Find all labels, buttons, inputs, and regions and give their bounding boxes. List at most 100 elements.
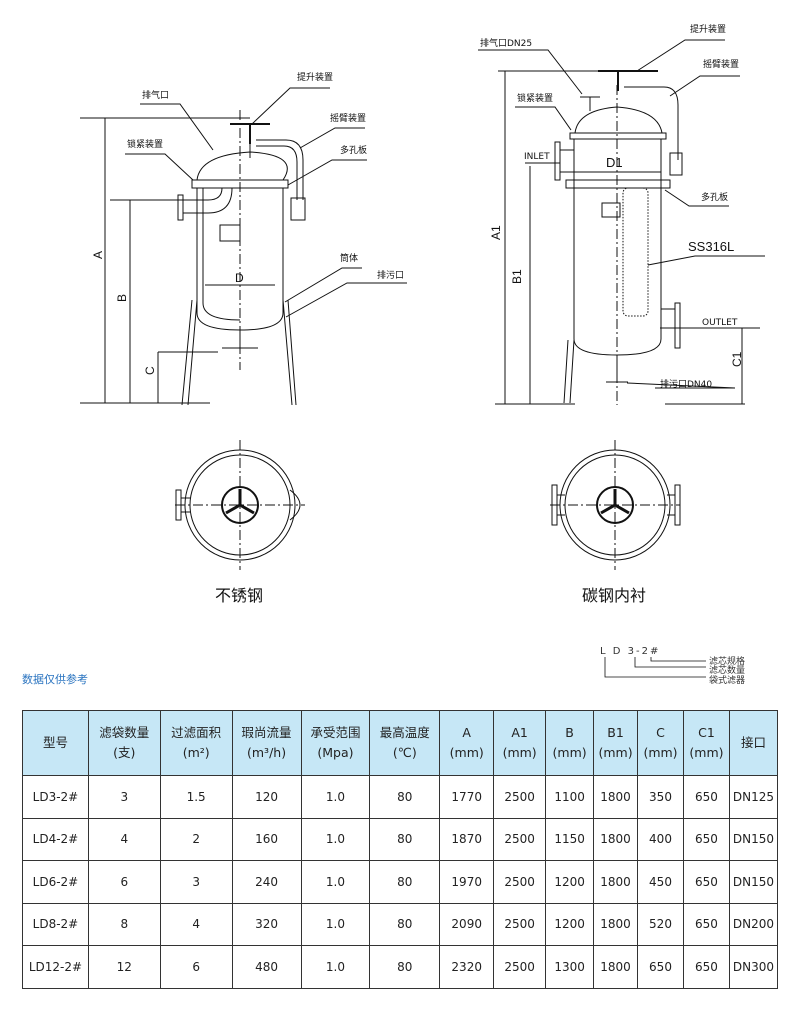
table-cell: 6 bbox=[87, 860, 161, 904]
table-cell: 1.0 bbox=[300, 902, 371, 946]
table-cell: 80 bbox=[369, 902, 441, 946]
header-label: A bbox=[462, 725, 471, 740]
label-lock: 锁紧装置 bbox=[517, 92, 553, 104]
model-code: L D 3-2# bbox=[600, 646, 660, 657]
header-unit: (m³/h) bbox=[247, 745, 287, 760]
header-unit: (m²) bbox=[182, 745, 210, 760]
table-cell: 6 bbox=[159, 945, 233, 989]
table-cell: 240 bbox=[231, 860, 302, 904]
header-label: A1 bbox=[511, 725, 528, 740]
table-cell: 2 bbox=[159, 817, 233, 861]
header-label: C1 bbox=[698, 725, 715, 740]
label-outlet: OUTLET bbox=[702, 318, 738, 328]
table-cell: LD3-2# bbox=[22, 775, 89, 819]
column-header: B1 (mm) bbox=[593, 710, 639, 776]
column-header: 瑕尚流量 (m³/h) bbox=[231, 710, 302, 776]
dim-A1: A1 bbox=[489, 225, 503, 240]
table-cell: DN150 bbox=[728, 860, 779, 904]
table-cell: 520 bbox=[637, 902, 684, 946]
table-cell: LD8-2# bbox=[22, 902, 89, 946]
table-cell: 1800 bbox=[593, 902, 639, 946]
column-header: A (mm) bbox=[439, 710, 495, 776]
table-cell: 120 bbox=[231, 775, 302, 819]
header-label: 承受范围 bbox=[310, 725, 361, 740]
legend-item: 袋式滤器 bbox=[709, 674, 745, 686]
table-cell: 2090 bbox=[439, 902, 495, 946]
table-cell: 480 bbox=[231, 945, 302, 989]
table-cell: 2500 bbox=[493, 817, 547, 861]
table-cell: 1300 bbox=[545, 945, 595, 989]
table-cell: 1.0 bbox=[300, 945, 371, 989]
header-unit: (mm) bbox=[689, 745, 724, 760]
label-drain: 排污口 bbox=[377, 269, 404, 281]
table-cell: 2500 bbox=[493, 945, 547, 989]
table-cell: 1800 bbox=[593, 817, 639, 861]
label-drain-dn40: 排污口DN40 bbox=[660, 378, 712, 390]
header-unit: (支) bbox=[113, 745, 136, 760]
label-shell: 筒体 bbox=[340, 252, 358, 264]
table-cell: 8 bbox=[87, 902, 161, 946]
table-cell: 1.0 bbox=[300, 817, 371, 861]
label-lift: 提升装置 bbox=[297, 71, 333, 83]
table-cell: DN125 bbox=[728, 775, 779, 819]
label-vent-dn25: 排气口DN25 bbox=[480, 37, 532, 49]
legend-item: 滤芯规格 bbox=[709, 655, 745, 667]
dim-B: B bbox=[115, 294, 129, 302]
label-inlet: INLET bbox=[524, 152, 550, 162]
table-cell: 2320 bbox=[439, 945, 495, 989]
header-unit: (mm) bbox=[449, 745, 484, 760]
table-cell: 650 bbox=[682, 860, 730, 904]
reference-note: 数据仅供参考 bbox=[22, 673, 88, 686]
header-label: 最高温度 bbox=[379, 725, 430, 740]
left-vessel-drawing: 排气口 提升装置 摇臂装置 锁紧装置 多孔板 筒体 排污口 A B C D bbox=[80, 71, 407, 406]
table-cell: 320 bbox=[231, 902, 302, 946]
table-cell: 1.0 bbox=[300, 775, 371, 819]
table-cell: 1200 bbox=[545, 902, 595, 946]
table-cell: DN200 bbox=[728, 902, 779, 946]
column-header: 型号 bbox=[22, 710, 89, 776]
table-cell: 1800 bbox=[593, 775, 639, 819]
header-label: 滤袋数量 bbox=[99, 725, 150, 740]
table-cell: 350 bbox=[637, 775, 684, 819]
header-unit: (mm) bbox=[502, 745, 537, 760]
dim-D: D bbox=[235, 271, 244, 285]
table-cell: 2500 bbox=[493, 902, 547, 946]
header-label: 瑕尚流量 bbox=[241, 725, 292, 740]
header-label: 过滤面积 bbox=[171, 725, 222, 740]
table-cell: 2500 bbox=[493, 775, 547, 819]
table-cell: 650 bbox=[682, 902, 730, 946]
column-header: 承受范围(Mpa) bbox=[300, 710, 371, 776]
table-cell: 1200 bbox=[545, 860, 595, 904]
table-cell: 1870 bbox=[439, 817, 495, 861]
header-unit: (mm) bbox=[552, 745, 587, 760]
table-cell: 160 bbox=[231, 817, 302, 861]
header-unit: (℃) bbox=[392, 745, 417, 760]
table-cell: 3 bbox=[87, 775, 161, 819]
table-cell: 1100 bbox=[545, 775, 595, 819]
dim-D1: D1 bbox=[606, 155, 623, 170]
header-label: B1 bbox=[607, 725, 624, 740]
table-cell: 4 bbox=[159, 902, 233, 946]
table-cell: 1970 bbox=[439, 860, 495, 904]
label-lift: 提升装置 bbox=[690, 23, 726, 35]
table-cell: DN300 bbox=[728, 945, 779, 989]
header-unit: (mm) bbox=[598, 745, 633, 760]
left-top-view bbox=[175, 440, 305, 570]
table-cell: LD4-2# bbox=[22, 817, 89, 861]
table-cell: 80 bbox=[369, 775, 441, 819]
table-cell: 3 bbox=[159, 860, 233, 904]
caption-stainless-steel: 不锈钢 bbox=[215, 586, 264, 605]
table-cell: 2500 bbox=[493, 860, 547, 904]
column-header: C1 (mm) bbox=[682, 710, 730, 776]
legend-item: 滤芯数量 bbox=[709, 664, 745, 676]
table-cell: 1800 bbox=[593, 860, 639, 904]
header-label: B bbox=[565, 725, 574, 740]
column-header: C(mm) bbox=[637, 710, 684, 776]
table-cell: 650 bbox=[637, 945, 684, 989]
header-unit: (mm) bbox=[643, 745, 678, 760]
